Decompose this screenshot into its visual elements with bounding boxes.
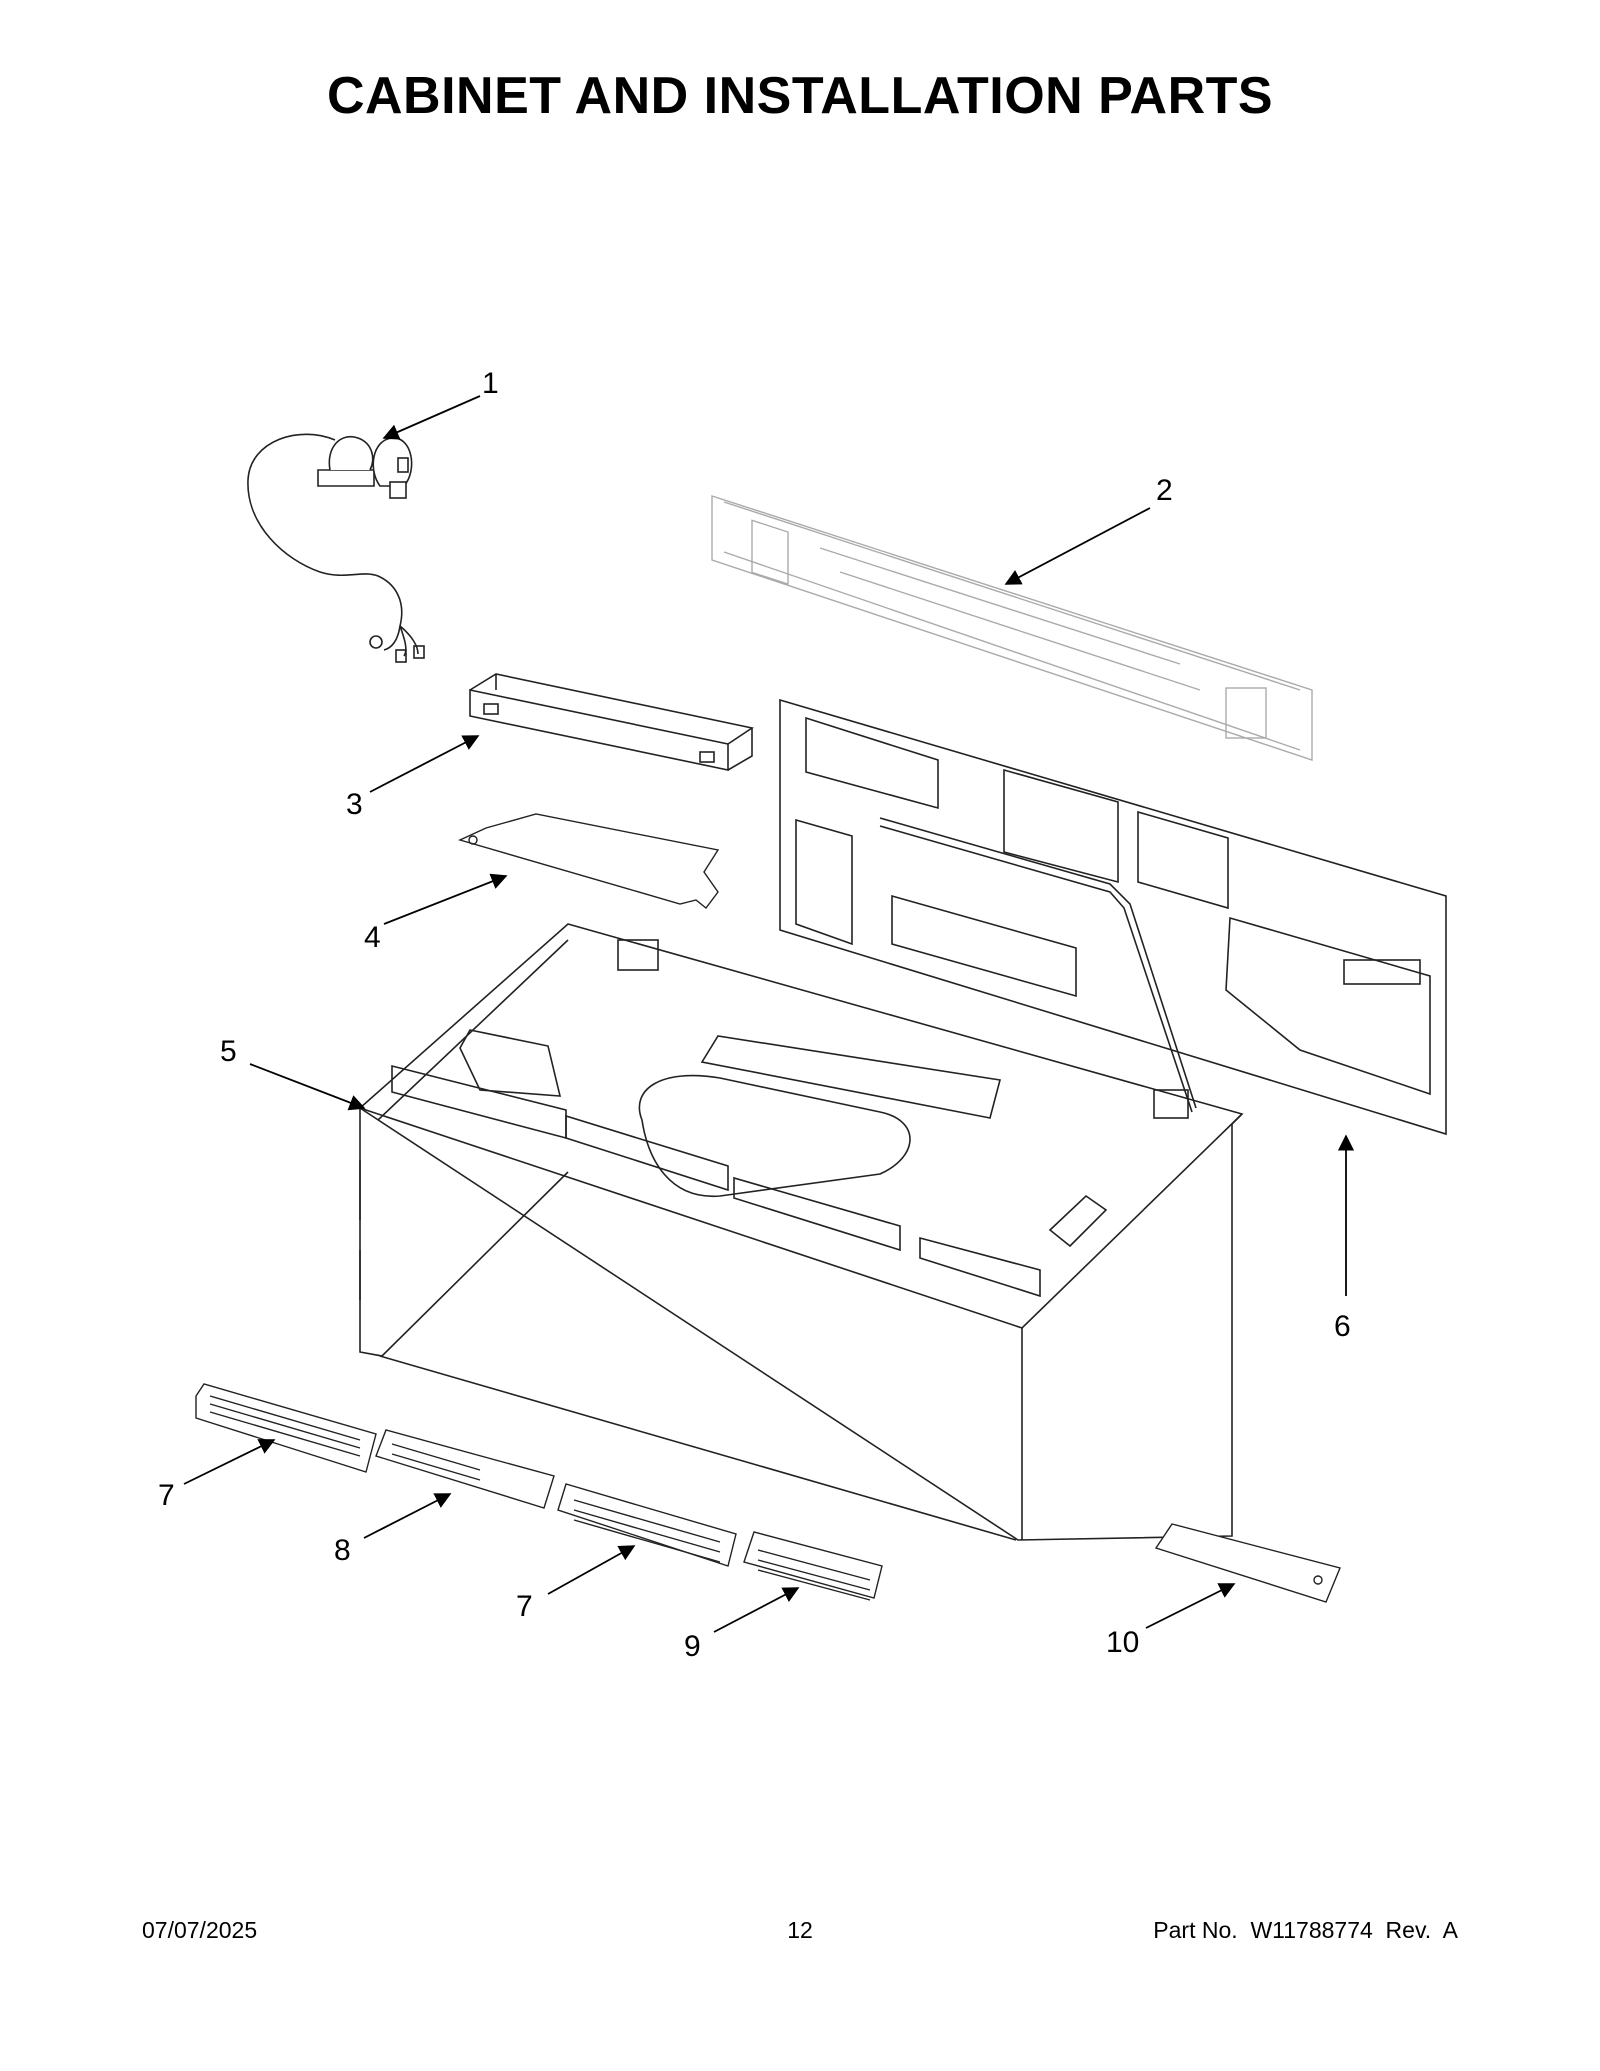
plate-part bbox=[458, 813, 720, 909]
callout-5: 5 bbox=[220, 1035, 237, 1068]
footer-date: 07/07/2025 bbox=[142, 1917, 258, 1943]
grille-part-small bbox=[375, 1429, 555, 1509]
footer-page-number: 12 bbox=[787, 1917, 813, 1943]
power-cord-part bbox=[247, 433, 425, 663]
leader-arrows bbox=[183, 395, 1355, 1633]
callout-6: 6 bbox=[1334, 1310, 1351, 1343]
callout-2: 2 bbox=[1156, 474, 1173, 507]
grille-part-middle bbox=[557, 1483, 737, 1567]
bracket-part bbox=[469, 673, 755, 771]
grille-part-left bbox=[195, 1383, 377, 1473]
callout-9: 9 bbox=[684, 1630, 701, 1663]
callout-7-middle: 7 bbox=[516, 1590, 533, 1623]
grille-part-right bbox=[743, 1531, 883, 1601]
back-panel-part bbox=[779, 698, 1447, 1136]
cabinet-part bbox=[357, 923, 1244, 1541]
callout-10: 10 bbox=[1106, 1626, 1139, 1659]
footer-part-number: Part No. W11788774 Rev. A bbox=[1153, 1917, 1458, 1943]
callout-1: 1 bbox=[482, 367, 499, 400]
callout-8: 8 bbox=[334, 1534, 351, 1567]
callout-7-left: 7 bbox=[158, 1479, 175, 1512]
callout-4: 4 bbox=[364, 921, 381, 954]
callout-3: 3 bbox=[346, 788, 363, 821]
cover-part bbox=[1154, 1523, 1341, 1603]
mounting-plate-part bbox=[711, 495, 1313, 761]
page-title: CABINET AND INSTALLATION PARTS bbox=[326, 67, 1274, 125]
